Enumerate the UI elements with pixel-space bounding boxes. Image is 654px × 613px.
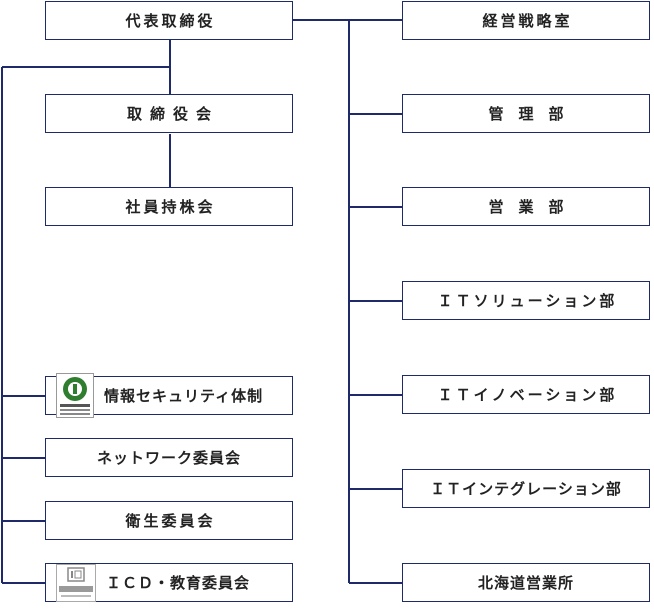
node-it-innovation-label: ＩＴイノベーション部 bbox=[437, 386, 618, 404]
isms-certification-icon bbox=[56, 373, 94, 418]
node-it-solution-label: ＩＴソリューション部 bbox=[437, 292, 618, 310]
node-admin-label: 管 理 部 bbox=[488, 105, 564, 123]
node-icd: ＩＣＤ・教育委員会 bbox=[45, 563, 293, 602]
node-sales: 営 業 部 bbox=[402, 187, 650, 226]
node-board: 取締役会 bbox=[45, 94, 293, 133]
node-it-innovation: ＩＴイノベーション部 bbox=[402, 375, 650, 414]
node-network-label: ネットワーク委員会 bbox=[96, 449, 241, 467]
node-board-label: 取締役会 bbox=[126, 105, 219, 123]
node-shareholders: 社員持株会 bbox=[45, 187, 293, 226]
node-hokkaido-label: 北海道営業所 bbox=[477, 574, 574, 592]
node-it-solution: ＩＴソリューション部 bbox=[402, 281, 650, 320]
node-strategy: 経営戦略室 bbox=[402, 1, 650, 40]
node-hygiene: 衛生委員会 bbox=[45, 501, 293, 540]
node-icd-label: ＩＣＤ・教育委員会 bbox=[106, 574, 251, 592]
node-ceo: 代表取締役 bbox=[45, 1, 293, 40]
node-it-integration: ＩＴインテグレーション部 bbox=[402, 469, 650, 508]
node-hygiene-label: 衛生委員会 bbox=[125, 512, 216, 530]
icd-silver-plus-icon bbox=[56, 563, 96, 602]
node-network: ネットワーク委員会 bbox=[45, 438, 293, 477]
node-hokkaido: 北海道営業所 bbox=[402, 563, 650, 602]
node-infosec-label: 情報セキュリティ体制 bbox=[104, 387, 264, 405]
node-it-integration-label: ＩＴインテグレーション部 bbox=[430, 480, 622, 498]
node-sales-label: 営 業 部 bbox=[488, 198, 564, 216]
node-admin: 管 理 部 bbox=[402, 94, 650, 133]
node-infosec: 情報セキュリティ体制 bbox=[45, 373, 293, 418]
node-strategy-label: 経営戦略室 bbox=[482, 12, 573, 30]
node-shareholders-label: 社員持株会 bbox=[125, 198, 216, 216]
node-ceo-label: 代表取締役 bbox=[125, 12, 216, 30]
